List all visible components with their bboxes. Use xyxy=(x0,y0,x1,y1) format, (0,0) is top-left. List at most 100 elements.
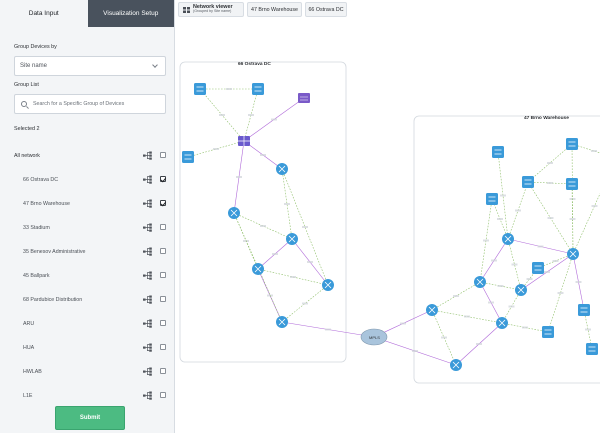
link-label xyxy=(284,203,290,205)
chip-ostrava-dc[interactable]: 66 Ostrava DC xyxy=(305,2,347,17)
link-label xyxy=(325,328,331,331)
hierarchy-icon[interactable] xyxy=(143,175,152,184)
link-label xyxy=(522,326,528,329)
link-label xyxy=(537,245,544,248)
link-label xyxy=(260,225,266,227)
group-box-ostrava xyxy=(179,61,347,363)
link-label xyxy=(412,350,418,352)
switch-icon xyxy=(182,151,194,163)
router-glyph xyxy=(504,235,512,243)
network-link xyxy=(233,212,293,240)
link-label xyxy=(272,253,278,255)
tab-visualization-setup[interactable]: Visualization Setup xyxy=(87,0,174,27)
group-checkbox[interactable] xyxy=(160,176,166,182)
group-checkbox[interactable] xyxy=(160,368,166,374)
hierarchy-icon[interactable] xyxy=(143,367,152,376)
group-checkbox[interactable] xyxy=(160,248,166,254)
router-glyph xyxy=(324,281,332,289)
chip-brno-warehouse[interactable]: 47 Brno Warehouse xyxy=(247,2,302,17)
link-label xyxy=(547,182,553,184)
switch-icon xyxy=(542,326,554,338)
link-label xyxy=(267,294,273,297)
hierarchy-icon[interactable] xyxy=(143,271,152,280)
router-glyph xyxy=(230,209,238,217)
network-link xyxy=(233,212,283,323)
network-link xyxy=(479,198,493,283)
hierarchy-icon[interactable] xyxy=(143,295,152,304)
group-checkbox[interactable] xyxy=(160,272,166,278)
link-label xyxy=(575,281,582,283)
link-label xyxy=(243,240,249,242)
link-label xyxy=(591,205,598,207)
link-label xyxy=(441,336,447,339)
link-label xyxy=(236,176,242,178)
link-label xyxy=(219,114,225,116)
link-label xyxy=(491,259,497,262)
server-glyph xyxy=(300,96,308,101)
switch-icon xyxy=(532,262,544,274)
link-label xyxy=(476,343,482,345)
hierarchy-icon[interactable] xyxy=(143,151,152,160)
switch-icon xyxy=(486,193,498,205)
hierarchy-icon[interactable] xyxy=(143,343,152,352)
router-glyph xyxy=(254,265,262,273)
link-label xyxy=(248,114,254,116)
switch-glyph xyxy=(580,307,588,313)
tab-data-input[interactable]: Data Input xyxy=(0,0,88,27)
switch-icon xyxy=(566,178,578,190)
group-row[interactable]: 47 Brno Warehouse xyxy=(0,194,175,214)
group-name: 45 Ballpark xyxy=(23,273,50,279)
group-search-input[interactable]: Search for a Specific Group of Devices xyxy=(14,94,166,114)
group-checkbox[interactable] xyxy=(160,200,166,206)
group-list-label: Group List xyxy=(14,82,39,88)
hierarchy-icon[interactable] xyxy=(143,223,152,232)
group-checkbox[interactable] xyxy=(160,344,166,350)
group-row[interactable]: 68 Pardubice Distribution xyxy=(0,290,175,310)
switch-glyph xyxy=(494,149,502,155)
viewer-title: Network viewer xyxy=(193,3,233,10)
group-row[interactable]: 33 Stadium xyxy=(0,218,175,238)
group-checkbox[interactable] xyxy=(160,224,166,230)
submit-button[interactable]: Submit xyxy=(55,406,125,430)
link-label xyxy=(290,276,296,278)
group-row[interactable]: L1E xyxy=(0,386,175,406)
link-label xyxy=(213,148,219,150)
link-label xyxy=(569,218,576,220)
link-label xyxy=(488,301,494,304)
network-link xyxy=(497,151,509,240)
network-link xyxy=(281,284,329,323)
all-network-row[interactable]: All network xyxy=(0,146,175,166)
group-row[interactable]: HUA xyxy=(0,338,175,358)
switch-icon xyxy=(194,83,206,95)
group-row[interactable]: ARU xyxy=(0,314,175,334)
link-label xyxy=(591,150,597,152)
link-label xyxy=(547,162,553,164)
group-devices-select[interactable]: Site name xyxy=(14,56,166,76)
switch-glyph xyxy=(568,181,576,187)
group-row[interactable]: HWLAB xyxy=(0,362,175,382)
link-label xyxy=(497,218,503,220)
group-checkbox[interactable] xyxy=(160,152,166,158)
group-checkbox[interactable] xyxy=(160,296,166,302)
hierarchy-icon[interactable] xyxy=(143,319,152,328)
group-row[interactable]: 66 Ostrava DC xyxy=(0,170,175,190)
group-row[interactable]: 45 Ballpark xyxy=(0,266,175,286)
network-viewer-chip[interactable]: Network viewer (Grouped by Site name) xyxy=(178,2,244,17)
group-title-ostrava: 66 Ostrava DC xyxy=(238,61,271,67)
switch-glyph xyxy=(254,86,262,92)
group-checkbox[interactable] xyxy=(160,320,166,326)
group-name: All network xyxy=(14,153,40,159)
hierarchy-icon[interactable] xyxy=(143,247,152,256)
link-label xyxy=(585,328,591,331)
link-label xyxy=(271,118,277,121)
switch-glyph xyxy=(568,141,576,147)
group-row[interactable]: 35 Benesov Administrative xyxy=(0,242,175,262)
hierarchy-icon[interactable] xyxy=(143,391,152,400)
group-checkbox[interactable] xyxy=(160,392,166,398)
hierarchy-icon[interactable] xyxy=(143,199,152,208)
link-label xyxy=(547,217,554,219)
switch-glyph xyxy=(488,196,496,202)
viewer-subtitle: (Grouped by Site name) xyxy=(193,9,232,14)
